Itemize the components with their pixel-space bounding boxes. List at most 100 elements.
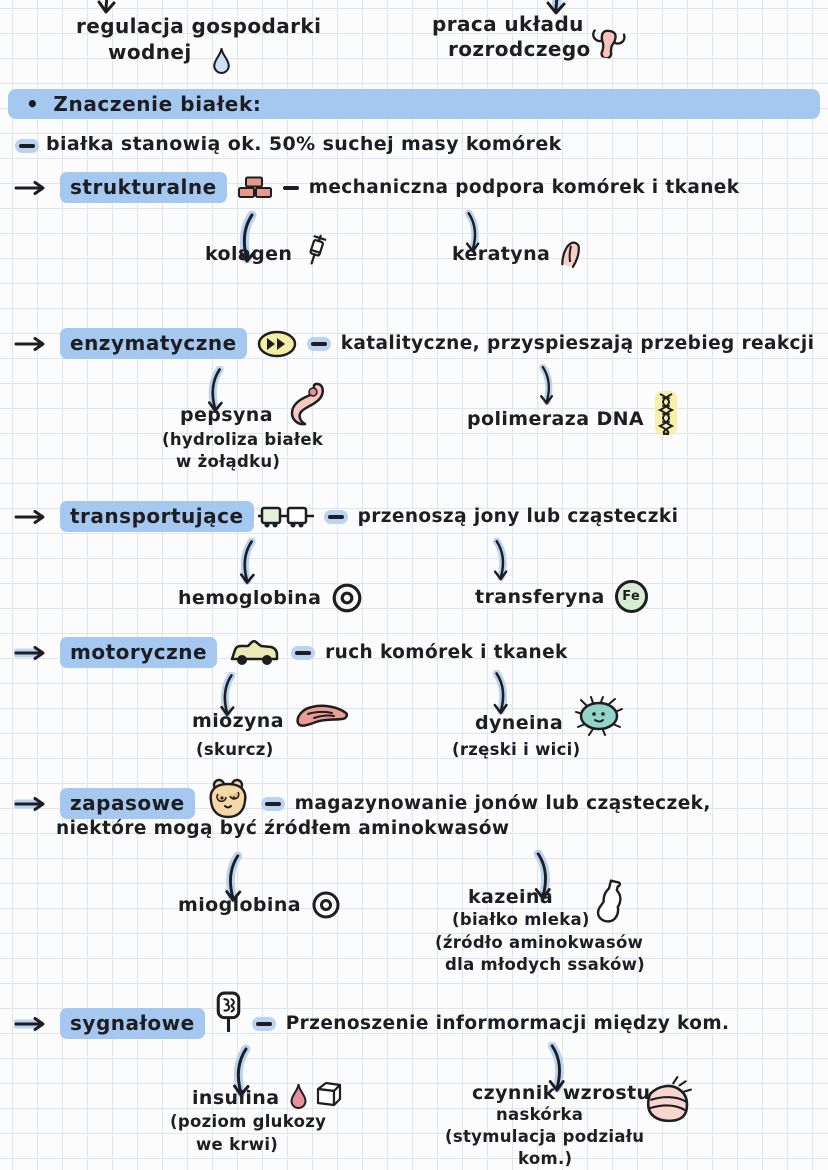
example-note: kom.) bbox=[518, 1149, 573, 1168]
example-name: dyneina bbox=[475, 712, 564, 734]
fingernail-icon bbox=[561, 241, 581, 268]
top-left-line1: regulacja gospodarki bbox=[76, 14, 322, 38]
skin-layers-icon bbox=[646, 1076, 692, 1123]
example-note: (stymulacja podziału bbox=[445, 1127, 645, 1146]
dash-stroke bbox=[306, 336, 331, 351]
example-note: (rzęski i wici) bbox=[452, 740, 581, 759]
section-desc-line2: niektóre mogą być źródłem aminokwasów bbox=[56, 818, 510, 839]
example-name: insulina bbox=[192, 1087, 280, 1109]
arrow-down-icon bbox=[493, 538, 508, 582]
dash-stroke bbox=[251, 1016, 276, 1031]
sugar-cube-icon bbox=[317, 1081, 342, 1107]
ring-icon bbox=[312, 891, 340, 919]
muscle-icon bbox=[296, 704, 348, 727]
example-keratyna: keratyna bbox=[452, 240, 582, 268]
arrow-stub-icon bbox=[97, 0, 116, 14]
example-name: kolagen bbox=[205, 243, 293, 265]
top-left-line2: wodnej bbox=[108, 40, 192, 64]
section-desc: mechaniczna podpora komórek i tkanek bbox=[308, 177, 740, 198]
milk-bottle-icon bbox=[596, 879, 622, 923]
section-enzymatyczne: enzymatyczne katalityczne, przyspieszają… bbox=[14, 328, 814, 359]
example-dyneina: dyneina bbox=[475, 696, 625, 736]
fast-forward-icon bbox=[257, 330, 296, 357]
dash-stroke bbox=[323, 509, 348, 524]
syringe-icon bbox=[309, 234, 327, 265]
example-note: (poziom glukozy bbox=[170, 1112, 327, 1131]
example-hemoglobina: hemoglobina bbox=[178, 582, 363, 614]
example-mioglobina: mioglobina bbox=[178, 890, 341, 920]
arrow-down-icon bbox=[492, 670, 508, 715]
section-label: motoryczne bbox=[60, 637, 218, 668]
section-label: zapasowe bbox=[60, 788, 195, 819]
example-kolagen: kolagen bbox=[205, 234, 330, 268]
section-transportujace: transportujące przenoszą jony lub cząste… bbox=[14, 501, 678, 532]
example-name: keratyna bbox=[452, 243, 551, 265]
arrow-down-icon bbox=[465, 210, 480, 254]
title-text: Znaczenie białek: bbox=[53, 92, 262, 116]
reproductive-system-icon bbox=[592, 29, 626, 60]
section-desc: przenoszą jony lub cząsteczki bbox=[357, 506, 679, 527]
example-polimeraza-dna: polimeraza DNA bbox=[467, 391, 678, 436]
arrow-right-icon bbox=[14, 796, 45, 811]
section-label: enzymatyczne bbox=[60, 328, 247, 359]
example-name: hemoglobina bbox=[178, 587, 322, 609]
section-zapasowe: zapasowe magazynowanie jonów lub cząstec… bbox=[14, 778, 711, 819]
arrow-right-icon bbox=[14, 1016, 45, 1031]
top-right-line2: rozrodczego bbox=[448, 37, 591, 61]
blood-drop-icon bbox=[290, 1083, 307, 1109]
example-czynnik-wzrostu: czynnik wzrostu bbox=[472, 1082, 651, 1104]
page-title: • Znaczenie białek: bbox=[8, 89, 820, 119]
example-note: w żołądku) bbox=[176, 452, 281, 471]
section-desc: katalityczne, przyspieszają przebieg rea… bbox=[340, 333, 815, 354]
arrow-down-icon bbox=[239, 538, 256, 585]
hamster-icon bbox=[209, 778, 247, 818]
train-wagons-icon bbox=[257, 506, 314, 527]
example-note: (skurcz) bbox=[196, 740, 274, 759]
dna-icon bbox=[655, 391, 678, 435]
example-name: miozyna bbox=[192, 710, 284, 732]
arrow-down-icon bbox=[239, 210, 257, 264]
example-name: pepsyna bbox=[180, 404, 273, 426]
arrow-down-icon bbox=[233, 1044, 251, 1098]
example-name: polimeraza DNA bbox=[467, 408, 645, 430]
bricks-icon bbox=[237, 176, 272, 198]
example-transferyna: transferyna Fe bbox=[475, 580, 648, 613]
title-bullet: • bbox=[26, 92, 40, 116]
arrow-down-icon bbox=[207, 366, 224, 413]
section-desc: Przenoszenie informormacji między kom. bbox=[285, 1013, 730, 1034]
dash-stroke bbox=[282, 185, 299, 190]
section-label: transportujące bbox=[60, 501, 254, 532]
section-sygnalowe: sygnałowe Przenoszenie informormacji mię… bbox=[14, 991, 730, 1039]
example-note: (hydroliza białek bbox=[162, 430, 324, 449]
stomach-icon bbox=[290, 382, 324, 426]
arrow-right-icon bbox=[14, 645, 45, 660]
section-label: strukturalne bbox=[60, 172, 227, 203]
example-miozyna: miozyna bbox=[192, 704, 350, 732]
example-kazeina: kazeina bbox=[468, 886, 554, 908]
dash-stroke bbox=[260, 796, 285, 811]
ring-icon bbox=[332, 583, 362, 613]
section-desc: magazynowanie jonów lub cząsteczek, bbox=[294, 793, 711, 814]
arrow-right-icon bbox=[14, 509, 45, 524]
arrow-down-icon bbox=[539, 364, 554, 406]
arrow-stub-icon bbox=[546, 0, 566, 15]
example-pepsyna: pepsyna bbox=[180, 382, 329, 428]
section-strukturalne: strukturalne mechaniczna podpora komórek… bbox=[14, 172, 739, 203]
arrow-down-icon bbox=[533, 850, 551, 901]
arrow-right-icon bbox=[14, 180, 45, 195]
arrow-down-icon bbox=[225, 852, 243, 903]
arrow-down-icon bbox=[220, 672, 236, 717]
dash-stroke bbox=[291, 645, 316, 660]
car-icon bbox=[230, 639, 279, 665]
example-name: transferyna bbox=[475, 585, 605, 608]
water-drop-icon bbox=[213, 47, 230, 74]
top-right-line1: praca układu bbox=[432, 12, 584, 36]
example-note: (białko mleka) bbox=[452, 910, 590, 929]
section-desc: ruch komórek i tkanek bbox=[325, 642, 568, 663]
example-note: naskórka bbox=[496, 1105, 584, 1124]
fe-badge: Fe bbox=[614, 580, 648, 613]
example-note: we krwi) bbox=[196, 1135, 279, 1154]
example-note: (źródło aminokwasów bbox=[435, 933, 644, 952]
section-motoryczne: motoryczne ruch komórek i tkanek bbox=[14, 637, 568, 668]
